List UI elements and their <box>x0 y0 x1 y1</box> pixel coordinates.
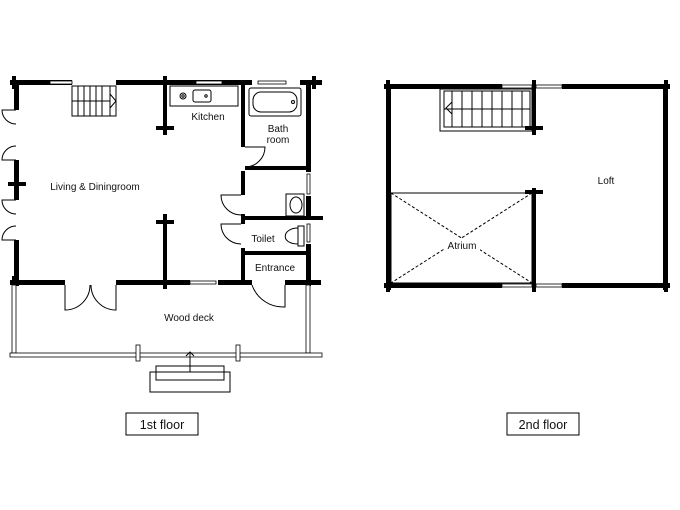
caption-1st-floor: 1st floor <box>140 418 184 432</box>
label-atrium: Atrium <box>448 241 477 252</box>
caption-2nd-floor: 2nd floor <box>519 418 568 432</box>
label-bathroom-line1: Bath <box>268 124 289 135</box>
second-floor-staircase <box>439 88 533 132</box>
first-floor-staircase <box>71 85 117 117</box>
second-floor-plan: Atrium Loft 2nd floor <box>384 80 670 436</box>
label-wood-deck: Wood deck <box>164 313 215 324</box>
second-floor-caption: 2nd floor <box>506 412 580 436</box>
atrium-opening <box>390 192 533 284</box>
toilet-fixture <box>284 225 305 247</box>
label-entrance: Entrance <box>255 263 295 274</box>
label-bathroom-line2: room <box>267 135 290 146</box>
first-floor-room-labels: Living & Diningroom Kitchen Bath room To… <box>50 112 295 324</box>
bathtub <box>248 87 302 117</box>
first-floor-windows <box>49 80 311 285</box>
first-floor-interior-walls <box>156 85 323 280</box>
wood-deck <box>9 284 323 393</box>
label-toilet: Toilet <box>251 234 275 245</box>
first-floor-caption: 1st floor <box>125 412 199 436</box>
label-living-diningroom: Living & Diningroom <box>50 182 140 193</box>
second-floor-interior-walls <box>525 89 543 283</box>
first-floor-exterior-walls <box>8 76 322 289</box>
label-kitchen: Kitchen <box>191 112 224 123</box>
first-floor-doors <box>1 109 286 311</box>
kitchen-counter <box>169 85 239 107</box>
label-loft: Loft <box>598 176 615 187</box>
second-floor-windows <box>501 84 563 288</box>
first-floor-plan: Living & Diningroom Kitchen Bath room To… <box>1 76 323 436</box>
second-floor-room-labels: Atrium Loft <box>444 176 615 252</box>
second-floor-exterior-walls <box>384 80 670 292</box>
atrium-label-backdrop <box>444 238 480 252</box>
washbasin <box>285 193 305 217</box>
